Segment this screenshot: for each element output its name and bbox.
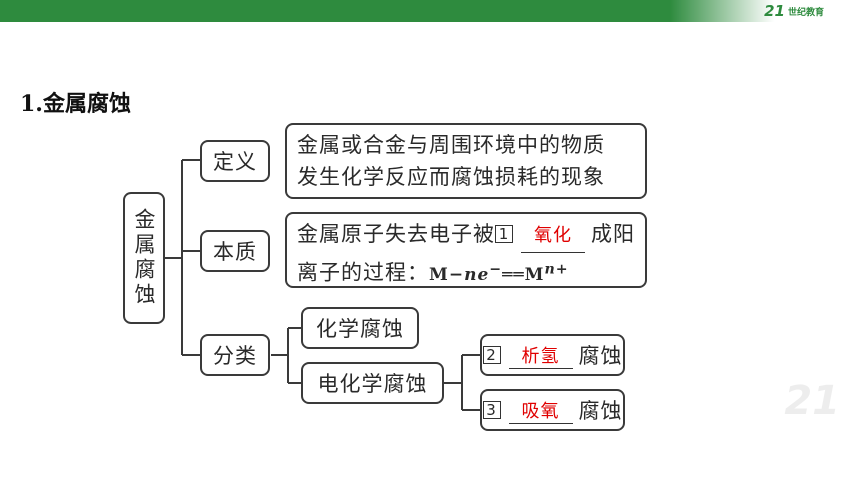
electrochemical-corrosion-label: 电化学腐蚀 <box>317 372 428 396</box>
essence-node: 本质 <box>200 230 270 272</box>
answer-hydrogen-evolution: 析氢 <box>508 342 573 369</box>
formula-ion: M <box>524 264 545 285</box>
logo-text: 世纪教育 <box>787 7 824 18</box>
formula-electron: e <box>477 264 490 285</box>
essence-suffix: 成阳 <box>591 222 635 246</box>
classification-node: 分类 <box>200 334 270 376</box>
essence-line-2: 离子的过程：M−ne−══Mn+ <box>297 253 635 291</box>
definition-label: 定义 <box>213 150 257 174</box>
formula-equals: ══ <box>502 264 525 285</box>
definition-line-2: 发生化学反应而腐蚀损耗的现象 <box>297 165 605 189</box>
formula-ion-charge: n+ <box>544 261 569 277</box>
blank-number-2: 2 <box>482 346 501 364</box>
definition-node: 定义 <box>200 140 270 182</box>
hydrogen-evolution-node: 2 析氢腐蚀 <box>480 334 625 376</box>
chemical-corrosion-label: 化学腐蚀 <box>316 317 404 341</box>
definition-text-box: 金属或合金与周围环境中的物质 发生化学反应而腐蚀损耗的现象 <box>285 123 647 199</box>
formula-electron-charge: − <box>489 261 503 277</box>
blank-number-3: 3 <box>482 401 501 419</box>
definition-line-1: 金属或合金与周围环境中的物质 <box>297 133 605 157</box>
formula-minus: − <box>448 264 465 285</box>
brand-logo: 21 世纪教育 <box>764 2 824 20</box>
blank-number-1: 1 <box>495 225 513 243</box>
essence-prefix: 金属原子失去电子被 <box>297 222 495 246</box>
top-banner <box>0 0 860 22</box>
formula-metal: M <box>429 264 449 285</box>
root-label: 金属腐蚀 <box>132 208 156 308</box>
formula-n: n <box>464 264 478 285</box>
brand-watermark: 21 <box>784 378 840 424</box>
chemical-corrosion-node: 化学腐蚀 <box>301 307 419 349</box>
logo-mark: 21 <box>764 2 785 20</box>
banner-fade <box>670 0 860 22</box>
essence-line2-prefix: 离子的过程： <box>297 260 429 285</box>
oxygen-absorption-node: 3 吸氧腐蚀 <box>480 389 625 431</box>
answer-oxidation: 氧化 <box>521 220 585 253</box>
answer-oxygen-absorption: 吸氧 <box>508 397 573 424</box>
oxidation-formula: M−ne−══Mn+ <box>429 261 569 285</box>
root-node: 金属腐蚀 <box>123 192 165 324</box>
page-title: 1.金属腐蚀 <box>20 91 131 117</box>
oxygen-absorption-suffix: 腐蚀 <box>578 399 623 423</box>
electrochemical-corrosion-node: 电化学腐蚀 <box>301 362 444 404</box>
hydrogen-evolution-suffix: 腐蚀 <box>578 344 623 368</box>
classification-label: 分类 <box>213 344 257 368</box>
essence-label: 本质 <box>213 240 257 264</box>
